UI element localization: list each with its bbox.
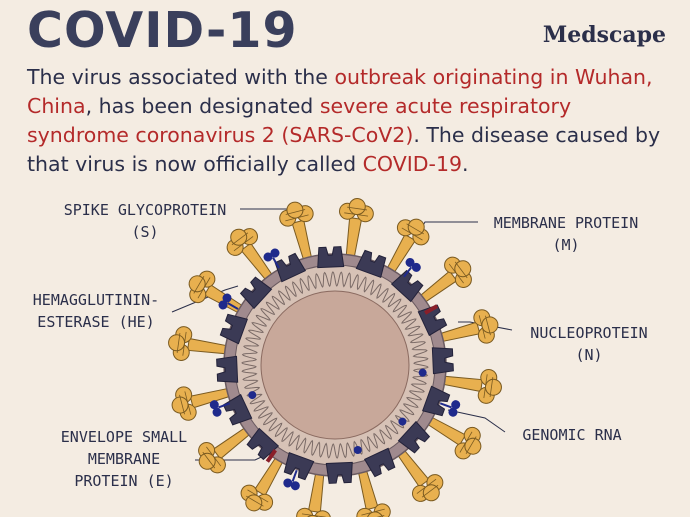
nucleoprotein	[248, 391, 257, 400]
membrane-protein	[325, 461, 354, 484]
genomic-rna	[241, 271, 429, 459]
leader-line-rna	[447, 409, 506, 433]
label-spike-line2: (S)	[131, 223, 159, 241]
intro-text-1: The virus associated with the	[27, 65, 335, 89]
label-he-line1: HEMAGGLUTININ-	[32, 291, 160, 309]
brand-logo: Medscape	[542, 22, 666, 48]
rna-strand	[241, 271, 429, 459]
label-rna: GENOMIC RNA	[507, 424, 637, 446]
label-he-line2: ESTERASE (HE)	[37, 313, 155, 331]
nucleoproteins	[248, 368, 427, 455]
envelope-e-protein	[265, 449, 277, 463]
label-membrane-line2: (M)	[552, 236, 580, 254]
label-rna-line1: GENOMIC RNA	[522, 426, 622, 444]
label-membrane: MEMBRANE PROTEIN (M)	[480, 212, 652, 256]
membrane-protein	[316, 246, 345, 269]
envelope-proteins	[265, 304, 439, 463]
viral-core	[260, 290, 410, 440]
leader-line-he	[171, 285, 239, 313]
label-membrane-line1: MEMBRANE PROTEIN	[493, 214, 639, 232]
label-nucleo-line1: NUCLEOPROTEIN	[530, 324, 648, 342]
intro-paragraph: The virus associated with the outbreak o…	[27, 63, 677, 179]
envelope-e-protein	[424, 304, 439, 315]
label-envelope: ENVELOPE SMALL MEMBRANE PROTEIN (E)	[48, 426, 200, 492]
label-envelope-line3: PROTEIN (E)	[74, 472, 174, 490]
intro-text-2: , has been designated	[85, 94, 320, 118]
membrane-protein	[431, 346, 454, 375]
nucleoprotein	[398, 417, 407, 426]
membrane-protein	[216, 355, 239, 384]
label-spike: SPIKE GLYCOPROTEIN (S)	[52, 199, 238, 243]
intro-highlight-3: COVID-19	[362, 152, 463, 176]
nucleoprotein	[353, 446, 362, 455]
page-title: COVID-19	[27, 2, 298, 59]
label-spike-line1: SPIKE GLYCOPROTEIN	[63, 201, 227, 219]
label-envelope-line2: MEMBRANE	[87, 450, 161, 468]
intro-text-3: . The disease caused by that virus is no…	[27, 123, 661, 176]
nucleoprotein	[418, 368, 427, 377]
label-nucleo-line2: (N)	[575, 346, 603, 364]
intro-text-4: .	[462, 152, 469, 176]
label-nucleo: NUCLEOPROTEIN (N)	[514, 322, 664, 366]
label-he: HEMAGGLUTININ- ESTERASE (HE)	[22, 289, 170, 333]
intro-highlight-1: outbreak originating in Wuhan, China	[27, 65, 653, 118]
intro-highlight-2: severe acute respiratory syndrome corona…	[27, 94, 572, 147]
label-envelope-line1: ENVELOPE SMALL	[60, 428, 188, 446]
